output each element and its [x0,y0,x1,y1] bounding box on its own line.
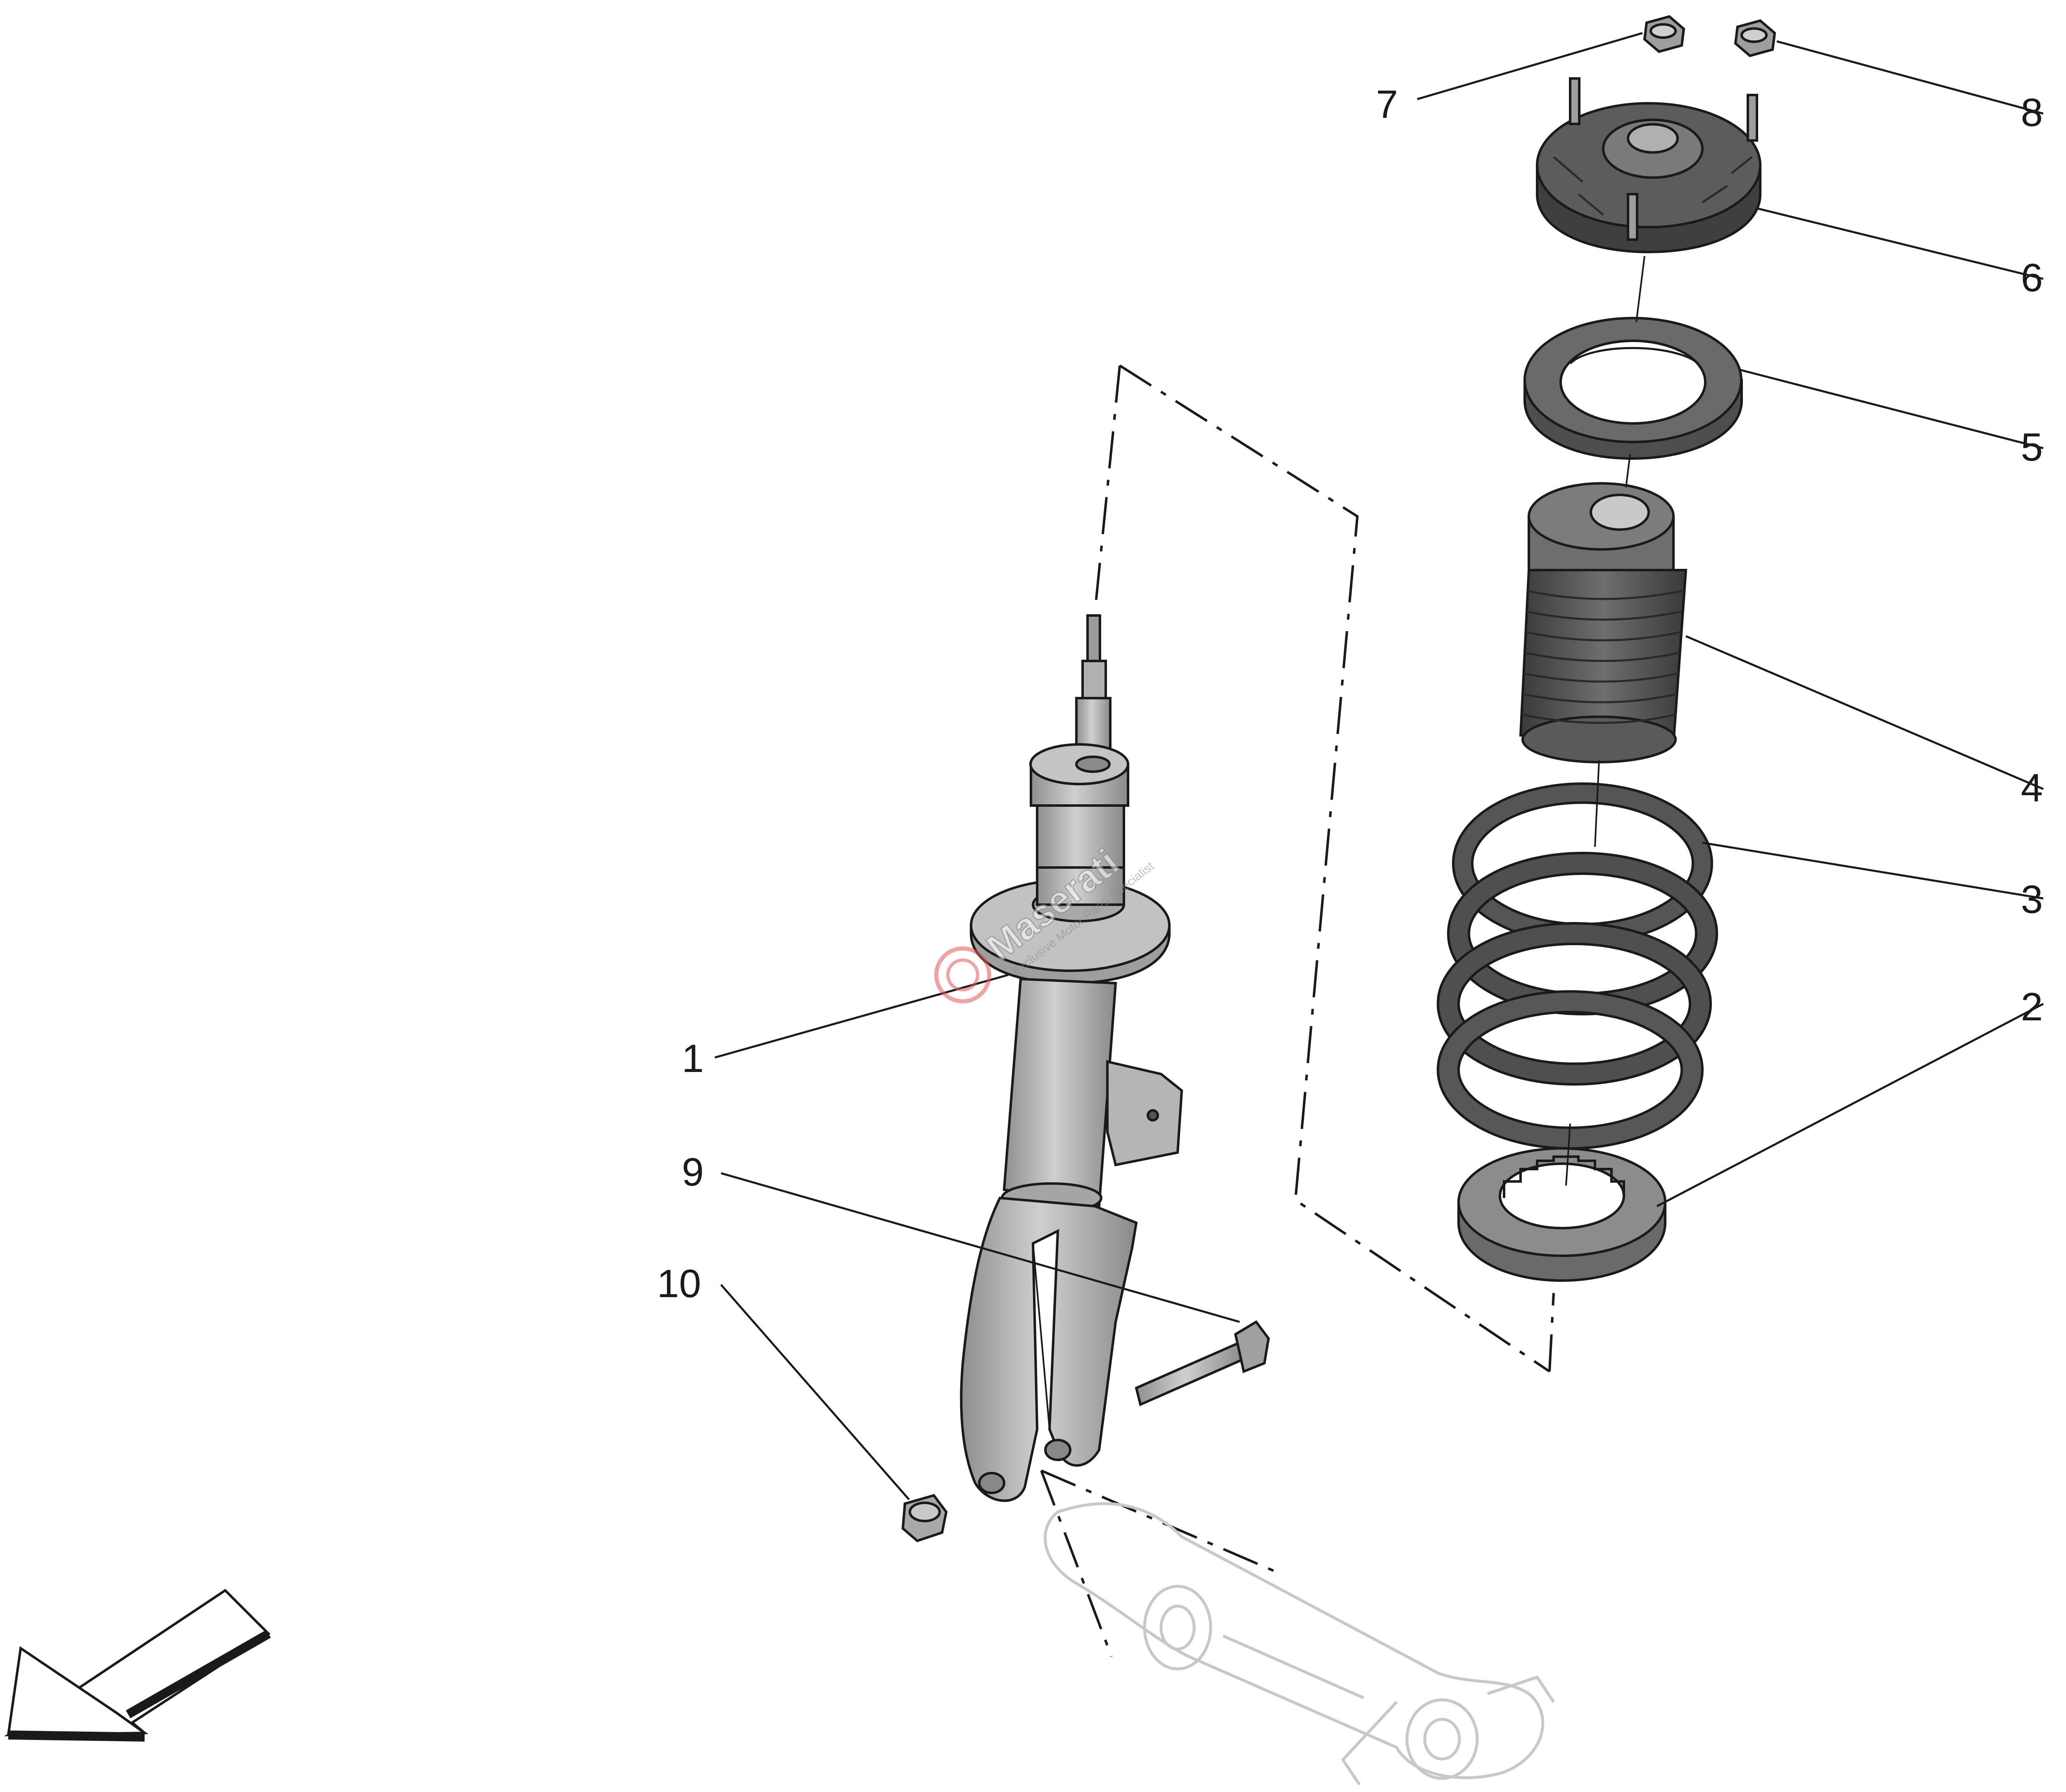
ghost-control-arm [1044,1502,1555,1785]
callout-6: 6 [2021,256,2043,300]
callout-7: 7 [1376,82,1398,126]
assembly-phantom-outline [1040,364,1555,1657]
nut-left [1643,15,1685,53]
callout-9: 9 [682,1150,704,1194]
nut-right [1734,19,1776,57]
leader-lines [714,32,2044,1500]
shock-absorber-strut [960,614,1183,1502]
callout-4: 4 [2021,766,2043,810]
top-mount [1536,77,1761,254]
upper-spring-seat [1523,317,1743,460]
dust-boot-bump-stop [1519,482,1688,763]
lower-spring-seat [1457,1147,1666,1282]
callout-8: 8 [2021,90,2043,135]
callout-3: 3 [2021,877,2043,922]
callout-labels: 1 2 3 4 5 6 7 8 9 10 [657,82,2043,1306]
callout-1: 1 [682,1036,704,1081]
assembly-axis-lines [1565,256,1645,1186]
bolt [1135,1320,1270,1407]
callout-10: 10 [657,1262,701,1306]
callout-5: 5 [2021,425,2043,469]
front-direction-arrow-icon [4,1589,271,1742]
callout-2: 2 [2021,985,2043,1029]
coil-spring [1437,782,1718,1150]
nut-lower [901,1494,948,1542]
